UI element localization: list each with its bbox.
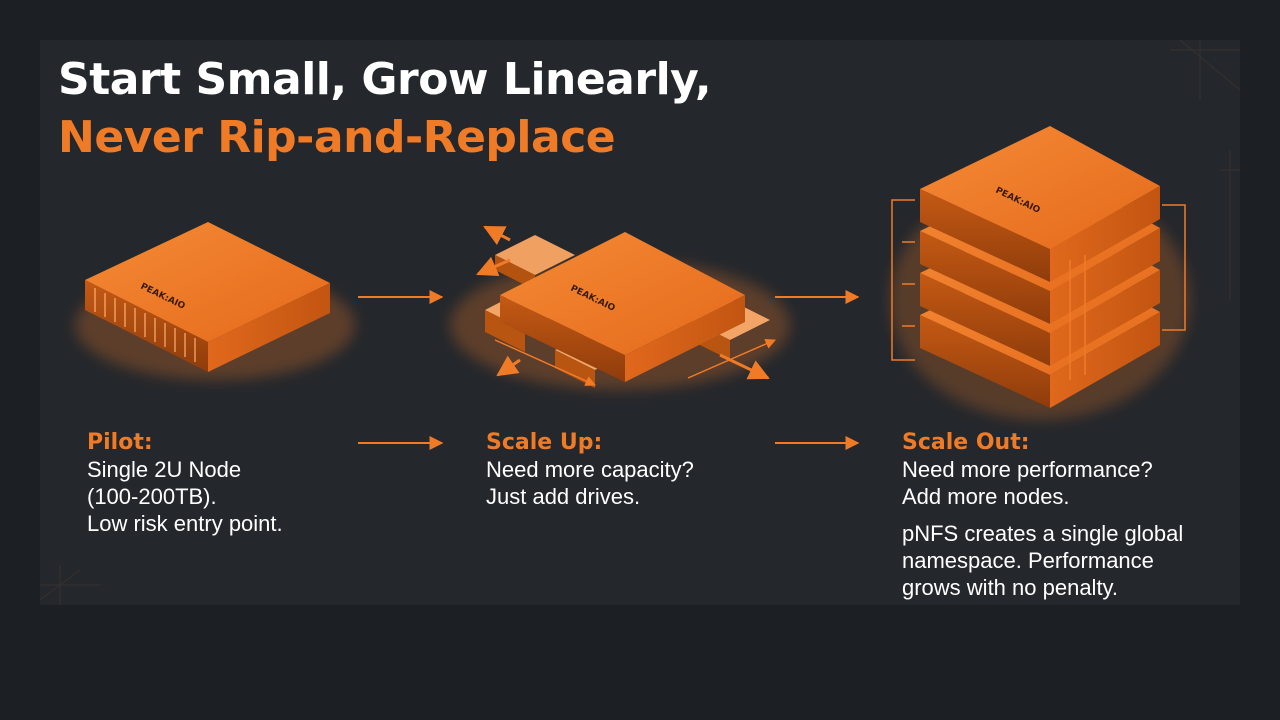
stage-scale-up-line: Just add drives. (486, 484, 641, 509)
stage-scale-out-line: Add more nodes. (902, 484, 1070, 509)
stage-pilot-line: (100-200TB). (87, 484, 217, 509)
drive-bay-lines (94, 288, 196, 362)
title-line-2: Never Rip-and-Replace (58, 112, 616, 163)
stage-scale-out: Scale Out: Need more performance? Add mo… (902, 430, 1240, 601)
interconnect-right (1069, 204, 1186, 380)
stage-scale-out-extra: pNFS creates a single global namespace. … (902, 520, 1240, 601)
stage-scale-up-heading: Scale Up: (486, 430, 603, 455)
interconnect-left (891, 199, 915, 361)
stage-scale-up: Scale Up: Need more capacity? Just add d… (486, 430, 826, 510)
stage-scale-up-line: Need more capacity? (486, 457, 694, 482)
stage-scale-out-extra-line: namespace. Performance (902, 548, 1154, 573)
stage-scale-out-extra-line: grows with no penalty. (902, 575, 1119, 600)
diagram-art: PEAK:AIO PEAK:AIO (40, 40, 1240, 605)
pilot-node-illustration: PEAK:AIO (75, 222, 355, 380)
stage-scale-out-line: Need more performance? (902, 457, 1153, 482)
scaleup-node-illustration: PEAK:AIO (450, 225, 790, 390)
grid-decoration (40, 40, 1240, 605)
title-line-1: Start Small, Grow Linearly, (58, 54, 712, 105)
flow-arrows (358, 290, 860, 450)
stage-pilot-line: Low risk entry point. (87, 511, 283, 536)
slide: PEAK:AIO PEAK:AIO (40, 40, 1240, 605)
stage-pilot-line: Single 2U Node (87, 457, 242, 482)
stage-pilot-heading: Pilot: (87, 430, 153, 455)
scaleout-stack-illustration: PEAK:AIO (890, 126, 1190, 420)
stage-scale-out-heading: Scale Out: (902, 430, 1030, 455)
stage-pilot: Pilot: Single 2U Node (100-200TB). Low r… (87, 430, 427, 537)
stage-scale-out-extra-line: pNFS creates a single global (902, 521, 1184, 546)
